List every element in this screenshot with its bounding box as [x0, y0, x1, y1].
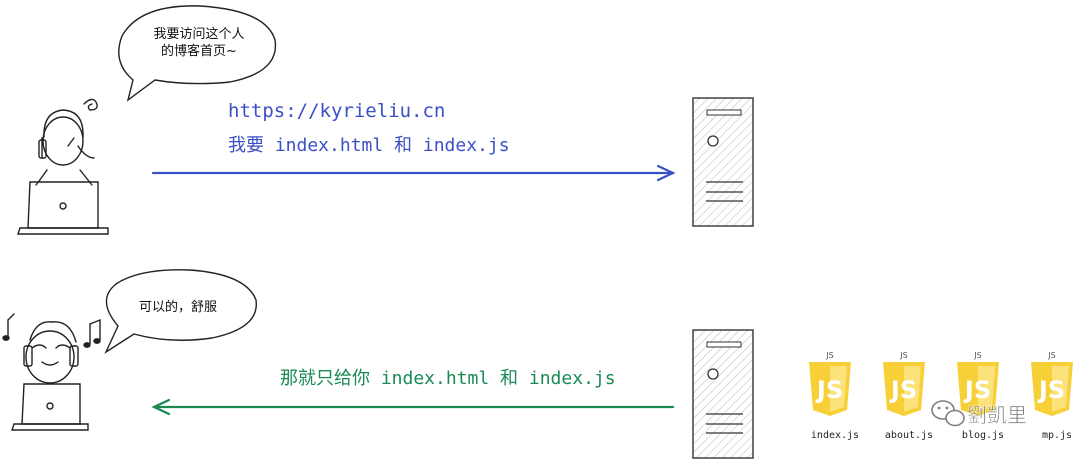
request-url: https://kyrieliu.cn: [228, 100, 445, 122]
speech-bubble-request: 我要访问这个人的博客首页~: [118, 5, 277, 102]
js-file-item: JS JS mp.js: [1031, 351, 1073, 441]
request-files: 我要 index.html 和 index.js: [228, 135, 510, 156]
js-logo-text: JS: [1037, 376, 1065, 404]
js-logo-highlight: [830, 366, 847, 412]
js-badge-label: JS: [899, 351, 907, 360]
js-file-list: JS JS index.js JS JS about.js JS JS blog.js JS JS m…: [809, 351, 1073, 441]
js-file-name: index.js: [811, 430, 859, 441]
js-logo-text: JS: [889, 376, 917, 404]
js-logo-text: JS: [815, 376, 843, 404]
watermark: 劉凱里: [931, 400, 1027, 427]
js-logo-highlight: [1052, 366, 1069, 412]
user-requesting: [17, 98, 109, 235]
speech-text-request: 我要访问这个人的博客首页~: [153, 26, 244, 59]
js-logo-text: JS: [963, 376, 991, 404]
js-logo-highlight: [904, 366, 921, 412]
user-happy: [2, 313, 101, 431]
js-badge-label: JS: [825, 351, 833, 360]
request-arrow: [151, 164, 676, 182]
js-file-item: JS JS blog.js: [957, 351, 1004, 441]
server-top: [692, 97, 754, 227]
response-files: 那就只给你 index.html 和 index.js: [280, 368, 616, 389]
js-badge-label: JS: [973, 351, 981, 360]
speech-bubble-response: 可以的，舒服: [104, 269, 257, 354]
watermark-text: 劉凱里: [967, 403, 1027, 427]
response-arrow: [151, 398, 675, 416]
js-badge-label: JS: [1047, 351, 1055, 360]
js-file-item: JS JS about.js: [883, 351, 933, 441]
server-bottom: [692, 329, 754, 459]
speech-line: 的博客首页~: [161, 43, 237, 59]
wechat-icon: [931, 400, 965, 427]
js-logo-highlight: [978, 366, 995, 412]
js-file-name: mp.js: [1042, 430, 1072, 441]
speech-text-response: 可以的，舒服: [139, 299, 217, 315]
js-file-name: blog.js: [962, 430, 1004, 441]
speech-line: 我要访问这个人: [153, 26, 244, 42]
js-file-name: about.js: [885, 430, 933, 441]
js-file-item: JS JS index.js: [809, 351, 859, 441]
